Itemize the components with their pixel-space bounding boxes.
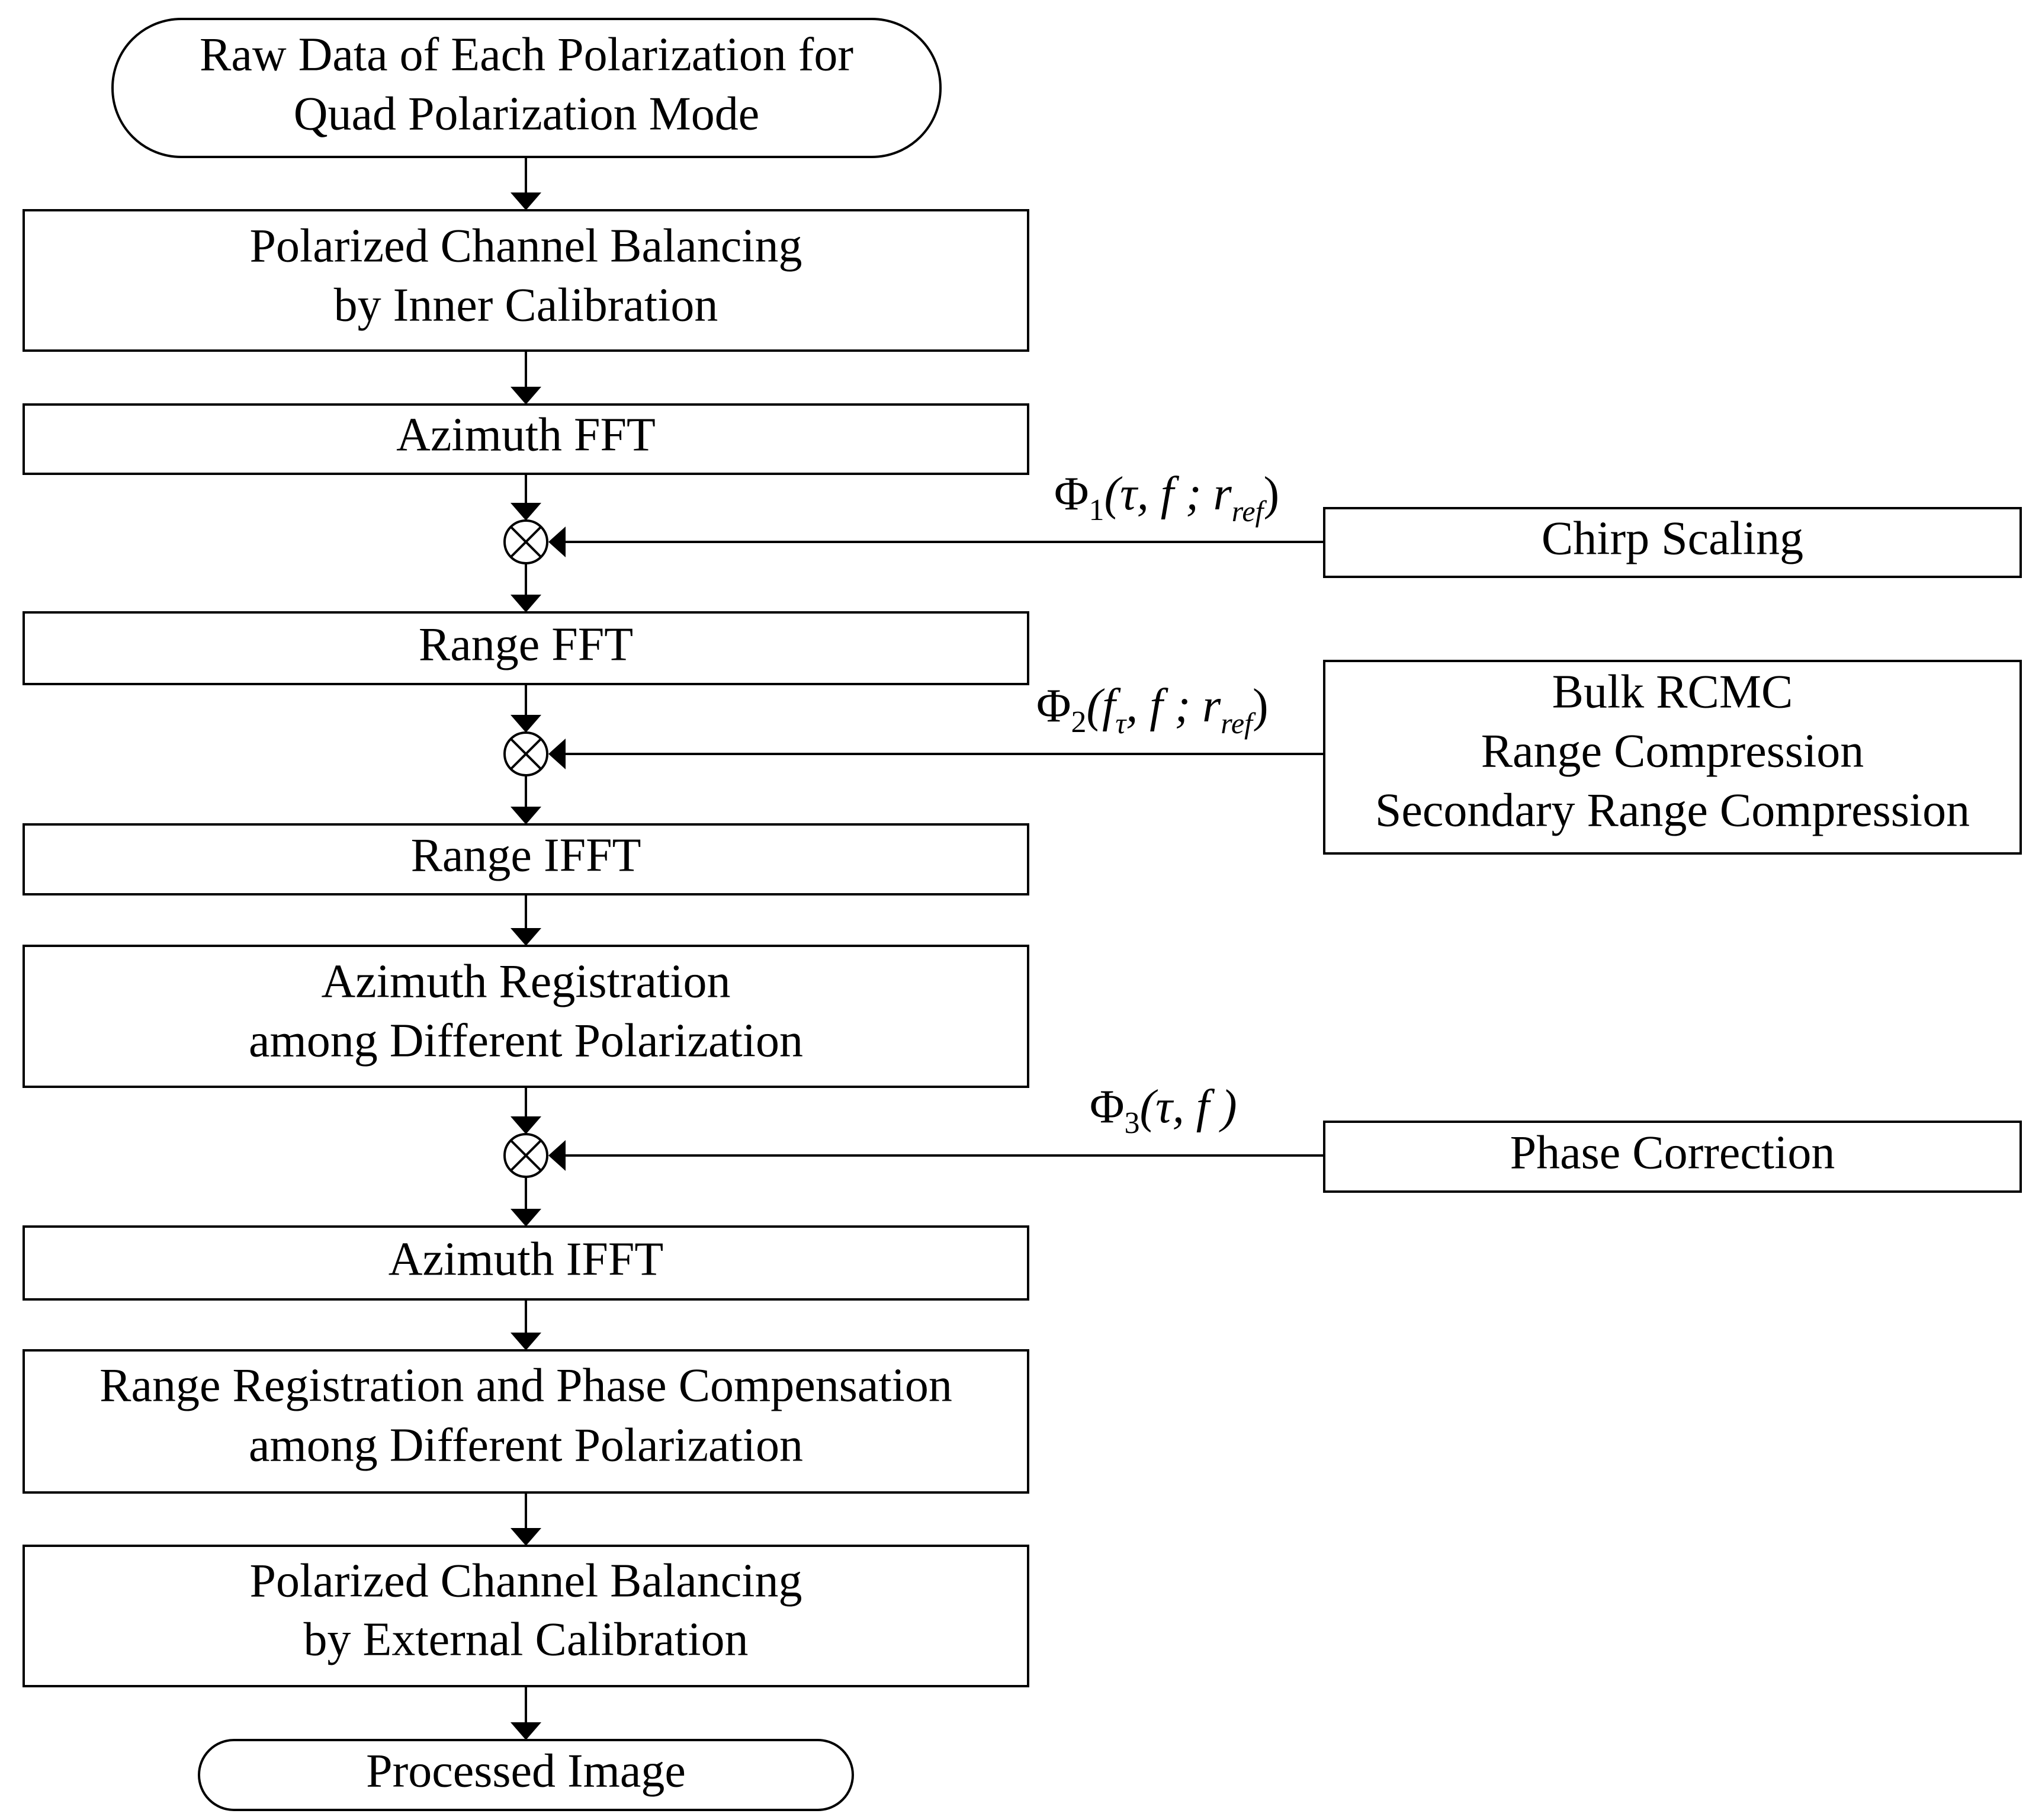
multiplier-node-3 xyxy=(503,1133,548,1178)
bulk-rcmc-line3: Secondary Range Compression xyxy=(1375,784,1970,836)
connector-bulk-rcmc xyxy=(548,739,1324,769)
phi3-expression: Φ3(τ, f ) xyxy=(1090,1081,1237,1140)
step-external-calibration: Polarized Channel Balancing by External … xyxy=(23,1545,1029,1687)
step-azimuth-fft-label: Azimuth FFT xyxy=(396,409,656,461)
step-range-ifft: Range IFFT xyxy=(23,823,1029,895)
step-azimuth-fft: Azimuth FFT xyxy=(23,403,1029,475)
step-azimuth-ifft-label: Azimuth IFFT xyxy=(389,1233,663,1285)
side-chirp-scaling: Chirp Scaling xyxy=(1323,507,2022,578)
step-external-calibration-line2: by External Calibration xyxy=(304,1613,749,1665)
step-inner-calibration-line2: by Inner Calibration xyxy=(334,279,718,331)
start-terminator: Raw Data of Each Polarization for Quad P… xyxy=(111,18,942,158)
chirp-scaling-label: Chirp Scaling xyxy=(1542,512,1803,564)
start-label-line2: Quad Polarization Mode xyxy=(294,88,759,140)
step-range-fft-label: Range FFT xyxy=(419,618,633,670)
end-terminator: Processed Image xyxy=(198,1739,854,1811)
bulk-rcmc-line2: Range Compression xyxy=(1481,725,1864,777)
multiplier-node-2 xyxy=(503,731,548,776)
step-azimuth-registration-line2: among Different Polarization xyxy=(249,1015,803,1067)
multiplier-node-1 xyxy=(503,519,548,564)
main-flow-connectors xyxy=(510,157,541,1740)
start-label-line1: Raw Data of Each Polarization for xyxy=(200,28,853,81)
step-range-registration-line1: Range Registration and Phase Compensatio… xyxy=(99,1359,952,1411)
side-bulk-rcmc: Bulk RCMC Range Compression Secondary Ra… xyxy=(1323,660,2022,855)
phase-correction-label: Phase Correction xyxy=(1510,1126,1835,1179)
step-range-registration-line2: among Different Polarization xyxy=(249,1419,803,1471)
step-azimuth-registration-line1: Azimuth Registration xyxy=(321,955,730,1007)
bulk-rcmc-line1: Bulk RCMC xyxy=(1552,666,1793,718)
step-azimuth-registration: Azimuth Registration among Different Pol… xyxy=(23,945,1029,1088)
step-external-calibration-line1: Polarized Channel Balancing xyxy=(249,1555,802,1607)
step-inner-calibration-line1: Polarized Channel Balancing xyxy=(249,220,802,272)
step-inner-calibration: Polarized Channel Balancing by Inner Cal… xyxy=(23,209,1029,352)
side-phase-correction: Phase Correction xyxy=(1323,1121,2022,1193)
step-range-fft: Range FFT xyxy=(23,611,1029,685)
end-label: Processed Image xyxy=(366,1745,686,1797)
step-range-registration: Range Registration and Phase Compensatio… xyxy=(23,1349,1029,1494)
connector-chirp-scaling xyxy=(548,527,1324,557)
connector-phase-correction xyxy=(548,1140,1324,1171)
step-azimuth-ifft: Azimuth IFFT xyxy=(23,1225,1029,1301)
phi2-expression: Φ2(fτ, f ; rref) xyxy=(1036,680,1269,740)
step-range-ifft-label: Range IFFT xyxy=(411,829,641,881)
phi1-expression: Φ1(τ, f ; rref) xyxy=(1054,468,1279,528)
